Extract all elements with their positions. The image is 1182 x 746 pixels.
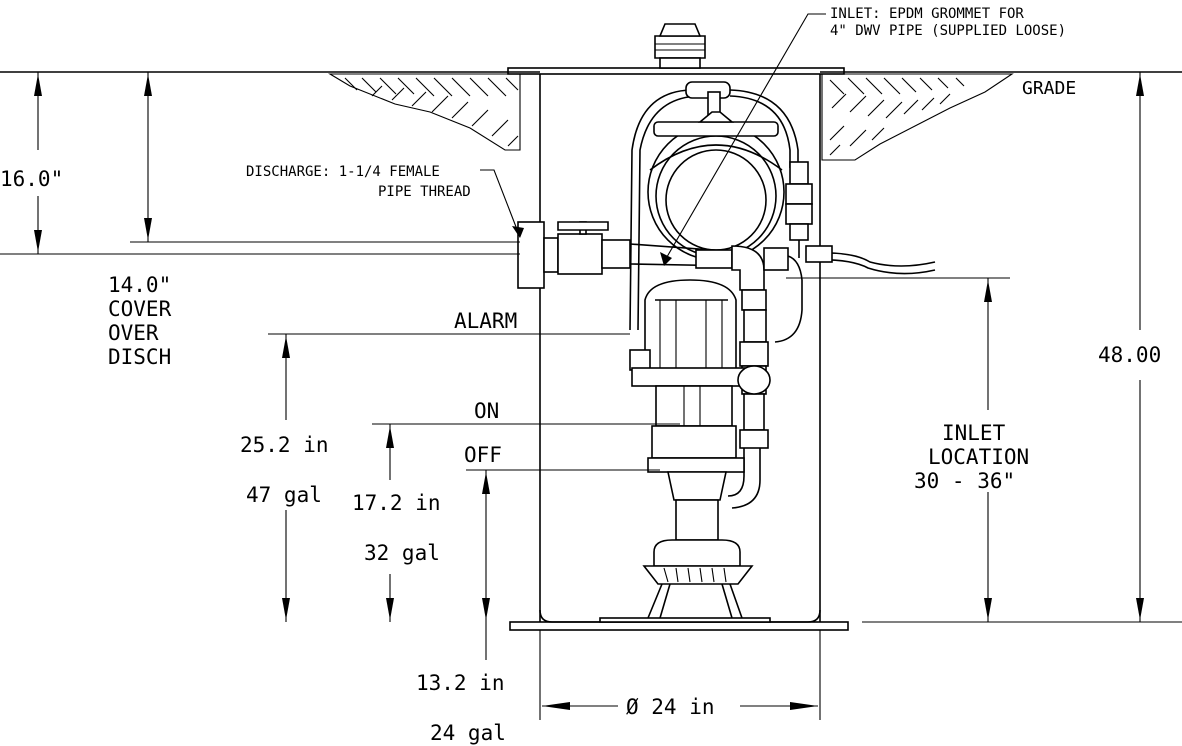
soil-hatch-left xyxy=(328,73,521,151)
inlet-location-line1: INLET xyxy=(942,421,1006,445)
diameter-dimension xyxy=(539,630,821,720)
on-volume-label: 32 gal xyxy=(364,541,440,565)
pump-assembly xyxy=(517,81,936,623)
discharge-label-line2: PIPE THREAD xyxy=(378,184,471,200)
alarm-label: ALARM xyxy=(454,309,517,333)
on-level xyxy=(372,423,680,622)
alarm-volume-label: 47 gal xyxy=(246,483,322,507)
inlet-label-line1: INLET: EPDM GROMMET FOR xyxy=(830,6,1024,22)
inlet-location-dimension xyxy=(786,277,1182,623)
dimension-16 xyxy=(0,72,520,255)
total-height-dimension xyxy=(1136,72,1144,622)
off-level xyxy=(466,469,660,660)
off-height-label: 13.2 in xyxy=(416,671,505,695)
dimension-16-label: 16.0" xyxy=(0,167,63,191)
off-volume-label: 24 gal xyxy=(430,721,506,745)
discharge-label-line1: DISCHARGE: 1-1/4 FEMALE xyxy=(246,164,440,180)
grade-label: GRADE xyxy=(1022,78,1076,99)
total-height-label: 48.00 xyxy=(1098,343,1161,367)
cover-label-line2: COVER xyxy=(108,297,172,321)
cover-label-line3: OVER xyxy=(108,321,159,345)
diameter-label: Ø 24 in xyxy=(626,695,715,719)
vent-cap xyxy=(654,23,706,69)
inlet-location-line2: LOCATION xyxy=(928,445,1029,469)
soil-hatch-right xyxy=(821,73,1014,161)
inlet-leader xyxy=(660,13,826,266)
basin xyxy=(507,67,849,631)
discharge-leader xyxy=(480,169,524,238)
dimension-14-cover xyxy=(144,72,152,242)
on-label: ON xyxy=(474,399,499,423)
alarm-height-label: 25.2 in xyxy=(240,433,329,457)
cover-label-line4: DISCH xyxy=(108,345,171,369)
on-height-label: 17.2 in xyxy=(352,491,441,515)
inlet-label-line2: 4" DWV PIPE (SUPPLIED LOOSE) xyxy=(830,23,1066,39)
inlet-location-line3: 30 - 36" xyxy=(914,469,1015,493)
alarm-level xyxy=(268,333,630,622)
cover-label-line1: 14.0" xyxy=(108,273,171,297)
off-label: OFF xyxy=(464,443,502,467)
